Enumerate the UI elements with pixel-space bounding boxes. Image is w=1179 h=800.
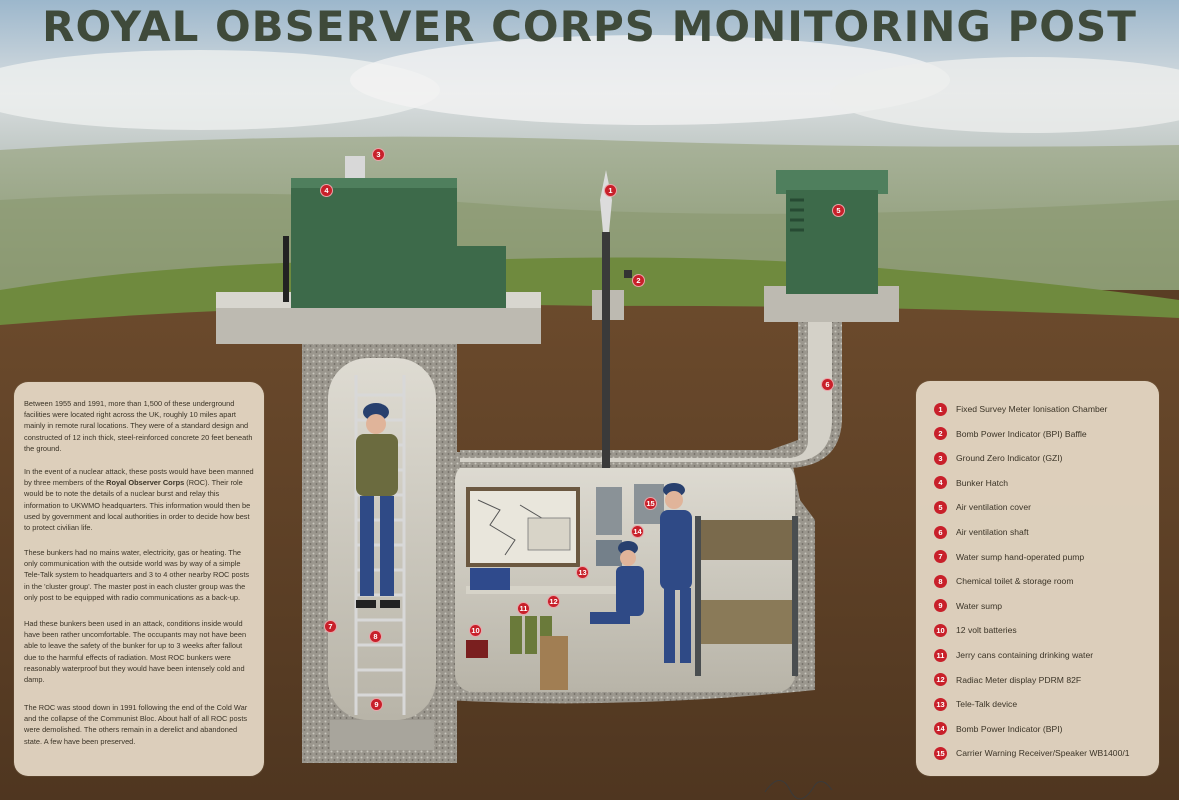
description-panel: Between 1955 and 1991, more than 1,500 o… bbox=[14, 382, 264, 776]
description-paragraph-1: Between 1955 and 1991, more than 1,500 o… bbox=[24, 399, 253, 453]
marker-9: 9 bbox=[370, 698, 383, 711]
legend-number: 2 bbox=[934, 427, 947, 441]
legend-number: 1 bbox=[934, 402, 947, 416]
legend-item: 8 Chemical toilet & storage room bbox=[934, 574, 1074, 588]
legend-number: 9 bbox=[934, 599, 947, 613]
legend-label: Water sump bbox=[956, 600, 1003, 611]
legend-item: 13 Tele-Talk device bbox=[934, 697, 1017, 711]
marker-10: 10 bbox=[469, 624, 482, 637]
legend-label: Water sump hand-operated pump bbox=[956, 551, 1085, 562]
legend-item: 5 Air ventilation cover bbox=[934, 500, 1031, 514]
description-paragraph-4: Had these bunkers been used in an attack… bbox=[24, 619, 247, 685]
legend-number: 3 bbox=[934, 451, 947, 465]
legend-number: 13 bbox=[934, 697, 947, 711]
seated-observer bbox=[590, 541, 644, 624]
description-paragraph-2: In the event of a nuclear attack, these … bbox=[24, 466, 256, 533]
description-paragraph-3: These bunkers had no mains water, electr… bbox=[24, 548, 250, 602]
legend-label: Chemical toilet & storage room bbox=[956, 576, 1074, 587]
legend-number: 14 bbox=[934, 722, 947, 736]
legend-number: 10 bbox=[934, 623, 947, 637]
legend-label: Radiac Meter display PDRM 82F bbox=[956, 674, 1082, 685]
legend-label: 12 volt batteries bbox=[956, 625, 1017, 636]
marker-6: 6 bbox=[821, 378, 834, 391]
legend-label: Bomb Power Indicator (BPI) Baffle bbox=[956, 428, 1087, 439]
legend-label: Jerry cans containing drinking water bbox=[956, 650, 1094, 660]
standing-observer bbox=[660, 483, 692, 663]
legend-number: 5 bbox=[934, 500, 947, 514]
legend-label: Tele-Talk device bbox=[956, 699, 1018, 710]
marker-7: 7 bbox=[324, 620, 337, 633]
legend-item: 7 Water sump hand-operated pump bbox=[934, 550, 1084, 564]
description-text: In the event of a nuclear attack, these … bbox=[24, 467, 254, 488]
legend-label: Carrier Warning Receiver/Speaker WB1400/… bbox=[956, 748, 1130, 759]
description-text: (ROC). Their role would be to note the d… bbox=[24, 478, 251, 533]
legend-number: 15 bbox=[934, 746, 947, 760]
marker-13: 13 bbox=[576, 566, 589, 579]
legend-label: Bunker Hatch bbox=[956, 477, 1009, 488]
marker-3: 3 bbox=[372, 148, 385, 161]
legend-number: 11 bbox=[934, 648, 947, 662]
legend-panel: 1 Fixed Survey Meter Ionisation Chamber 2… bbox=[916, 381, 1159, 776]
poster-title: ROYAL OBSERVER CORPS MONITORING POST bbox=[42, 2, 1137, 51]
legend-label: Air ventilation cover bbox=[956, 502, 1031, 513]
legend-item: 11 Jerry cans containing drinking water bbox=[934, 648, 1093, 662]
legend-item: 2 Bomb Power Indicator (BPI) Baffle bbox=[934, 427, 1087, 441]
legend-item: 12 Radiac Meter display PDRM 82F bbox=[934, 673, 1081, 687]
marker-12: 12 bbox=[547, 595, 560, 608]
legend-item: 1 Fixed Survey Meter Ionisation Chamber bbox=[934, 402, 1107, 416]
legend-item: 6 Air ventilation shaft bbox=[934, 525, 1029, 539]
legend-item: 9 Water sump bbox=[934, 599, 1002, 613]
legend-number: 6 bbox=[934, 525, 947, 539]
marker-2: 2 bbox=[632, 274, 645, 287]
marker-14: 14 bbox=[631, 525, 644, 538]
observer-on-ladder bbox=[356, 403, 400, 608]
legend-label: Bomb Power Indicator (BPI) bbox=[956, 723, 1063, 734]
legend-number: 12 bbox=[934, 673, 947, 687]
marker-11: 11 bbox=[517, 602, 530, 615]
legend-number: 4 bbox=[934, 476, 947, 490]
marker-8: 8 bbox=[369, 630, 382, 643]
roc-name: Royal Observer Corps bbox=[106, 478, 185, 488]
legend-label: Ground Zero Indicator (GZI) bbox=[956, 453, 1063, 464]
legend-item: 14 Bomb Power Indicator (BPI) bbox=[934, 722, 1063, 736]
legend-label: Fixed Survey Meter Ionisation Chamber bbox=[956, 404, 1108, 414]
legend-label: Air ventilation shaft bbox=[956, 527, 1029, 537]
marker-5: 5 bbox=[832, 204, 845, 217]
legend-item: 15 Carrier Warning Receiver/Speaker WB140… bbox=[934, 746, 1130, 760]
legend-item: 3 Ground Zero Indicator (GZI) bbox=[934, 451, 1063, 465]
marker-1: 1 bbox=[604, 184, 617, 197]
marker-4: 4 bbox=[320, 184, 333, 197]
marker-15: 15 bbox=[644, 497, 657, 510]
description-paragraph-5: The ROC was stood down in 1991 following… bbox=[24, 703, 248, 746]
legend-number: 8 bbox=[934, 574, 947, 588]
legend-item: 4 Bunker Hatch bbox=[934, 476, 1008, 490]
legend-number: 7 bbox=[934, 550, 947, 564]
legend-item: 10 12 volt batteries bbox=[934, 623, 1017, 637]
